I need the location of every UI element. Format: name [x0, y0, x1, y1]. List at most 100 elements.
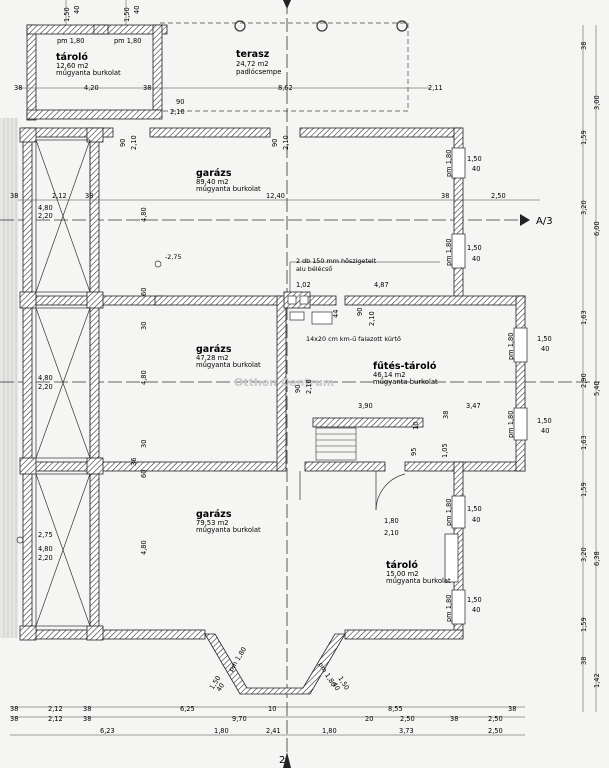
svg-text:60: 60 [140, 288, 148, 296]
svg-text:89,40 m2: 89,40 m2 [196, 178, 229, 186]
svg-text:padlócsempe: padlócsempe [236, 68, 281, 76]
dims-top-row: 38 4,20 38 8,62 2,11 [14, 84, 443, 92]
svg-text:38: 38 [83, 715, 91, 723]
svg-text:10: 10 [412, 422, 420, 430]
svg-text:24,72 m2: 24,72 m2 [236, 60, 269, 68]
svg-text:40: 40 [472, 255, 480, 263]
svg-text:garázs: garázs [196, 509, 232, 520]
svg-text:79,53 m2: 79,53 m2 [196, 519, 229, 527]
svg-text:38: 38 [85, 192, 93, 200]
svg-text:2,10: 2,10 [130, 135, 138, 150]
dims-right-col-a: 38 1,59 3,20 1,63 2,90 1,63 1,59 3,20 1,… [580, 42, 588, 665]
svg-text:38: 38 [441, 192, 449, 200]
svg-text:fűtés-tároló: fűtés-tároló [373, 361, 437, 372]
svg-text:2,10: 2,10 [305, 379, 313, 394]
svg-text:4,80: 4,80 [38, 204, 53, 212]
svg-text:15,00 m2: 15,00 m2 [386, 570, 419, 578]
chimney-note: 14x20 cm km-ű falazott kürtő [306, 334, 401, 343]
svg-text:2,12: 2,12 [48, 715, 63, 723]
svg-text:4,80: 4,80 [140, 207, 148, 222]
svg-text:pm 1,80: pm 1,80 [57, 37, 84, 45]
svg-text:38: 38 [442, 411, 450, 419]
svg-text:2,10: 2,10 [170, 108, 185, 116]
dims-pm-top: pm 1,80 pm 1,80 [57, 37, 141, 45]
svg-text:terasz: terasz [236, 49, 270, 60]
svg-text:3,20: 3,20 [580, 200, 588, 215]
room-label-garazs-2: garázs 47,28 m2 műgyanta burkolat [196, 344, 261, 369]
room-label-tarolo-2: tároló 15,00 m2 műgyanta burkolat [386, 560, 451, 585]
svg-text:1,42: 1,42 [593, 673, 601, 688]
room-label-terasz: terasz 24,72 m2 padlócsempe [236, 49, 281, 76]
dims-left-openings: 4,80 2,20 4,80 2,20 2,75 4,80 2,20 [38, 204, 53, 562]
room-label-garazs-3: garázs 79,53 m2 műgyanta burkolat [196, 509, 261, 534]
room-label-tarolo-top: tároló 12,60 m2 műgyanta burkolat [56, 52, 121, 77]
dims-top-left: 1,50 40 1,50 40 [63, 6, 141, 22]
dims-right-col-b: 3,00 6,00 5,40 6,38 1,42 [593, 95, 601, 688]
svg-text:2,50: 2,50 [488, 715, 503, 723]
svg-text:1,80: 1,80 [322, 727, 337, 735]
svg-text:60: 60 [140, 470, 148, 478]
svg-text:40: 40 [472, 516, 480, 524]
svg-text:8,55: 8,55 [388, 705, 403, 713]
svg-text:3,00: 3,00 [593, 95, 601, 110]
svg-text:40: 40 [215, 682, 226, 693]
svg-text:90: 90 [119, 139, 127, 147]
svg-text:2,10: 2,10 [368, 311, 376, 326]
svg-text:1,50: 1,50 [467, 596, 482, 604]
svg-text:pm 1,80: pm 1,80 [445, 239, 453, 266]
dims-mid-row: 38 2,12 38 12,40 38 2,50 [10, 192, 506, 200]
svg-text:36: 36 [130, 458, 138, 466]
svg-text:1,63: 1,63 [580, 310, 588, 325]
svg-text:4,80: 4,80 [38, 545, 53, 553]
svg-text:1,59: 1,59 [580, 482, 588, 497]
svg-text:38: 38 [450, 715, 458, 723]
dims-vertical-inner: 4,80 30 60 4,80 30 36 60 4,80 [130, 207, 148, 555]
svg-text:2,20: 2,20 [38, 383, 53, 391]
svg-text:műgyanta burkolat: műgyanta burkolat [56, 68, 121, 77]
dims-terasz-door: 90 2,10 [170, 98, 185, 116]
svg-text:1,02: 1,02 [296, 281, 311, 289]
svg-text:4,20: 4,20 [84, 84, 99, 92]
svg-text:2,50: 2,50 [400, 715, 415, 723]
room-label-futes-tarolo: fűtés-tároló 46,14 m2 műgyanta burkolat [373, 361, 438, 386]
svg-text:10: 10 [268, 705, 276, 713]
svg-text:90: 90 [294, 385, 302, 393]
svg-text:2,20: 2,20 [38, 554, 53, 562]
section-label-bottom: 2 [279, 755, 285, 766]
svg-text:1,50: 1,50 [467, 155, 482, 163]
dims-chimney: 1,02 4,87 44 90 2,10 [296, 281, 389, 326]
svg-text:90: 90 [271, 139, 279, 147]
vent-note: alu bélécső [296, 264, 332, 273]
svg-text:4,80: 4,80 [140, 540, 148, 555]
svg-text:műgyanta burkolat: műgyanta burkolat [386, 576, 451, 585]
svg-text:1,80: 1,80 [384, 517, 399, 525]
svg-text:6,25: 6,25 [180, 705, 195, 713]
svg-text:1,63: 1,63 [580, 435, 588, 450]
svg-text:4,87: 4,87 [374, 281, 389, 289]
svg-text:30: 30 [140, 440, 148, 448]
svg-text:40: 40 [541, 345, 549, 353]
dims-garage3-door: 1,80 2,10 [384, 517, 399, 537]
dims-bottom-row2: 38 2,12 38 9,70 20 2,50 38 2,50 [10, 715, 503, 723]
svg-text:20: 20 [365, 715, 373, 723]
svg-text:38: 38 [10, 715, 18, 723]
svg-text:40: 40 [472, 165, 480, 173]
svg-text:12,60 m2: 12,60 m2 [56, 62, 89, 70]
svg-text:38: 38 [580, 42, 588, 50]
svg-text:2,12: 2,12 [52, 192, 67, 200]
svg-text:40: 40 [541, 427, 549, 435]
dims-bottom-row1: 38 2,12 38 6,25 10 8,55 38 [10, 705, 516, 713]
svg-text:9,70: 9,70 [232, 715, 247, 723]
level-mark: -2,75 [165, 253, 182, 261]
svg-text:garázs: garázs [196, 344, 232, 355]
svg-text:1,59: 1,59 [580, 130, 588, 145]
svg-text:3,47: 3,47 [466, 402, 481, 410]
svg-text:1,05: 1,05 [441, 443, 449, 458]
svg-text:2,10: 2,10 [384, 529, 399, 537]
dims-garage-doors: 90 2,10 90 2,10 [119, 135, 290, 150]
svg-text:pm 1,80: pm 1,80 [445, 150, 453, 177]
svg-text:95: 95 [410, 448, 418, 456]
svg-text:40: 40 [73, 6, 81, 14]
watermark: Otthon Centrum [234, 376, 334, 389]
svg-text:garázs: garázs [196, 168, 232, 179]
